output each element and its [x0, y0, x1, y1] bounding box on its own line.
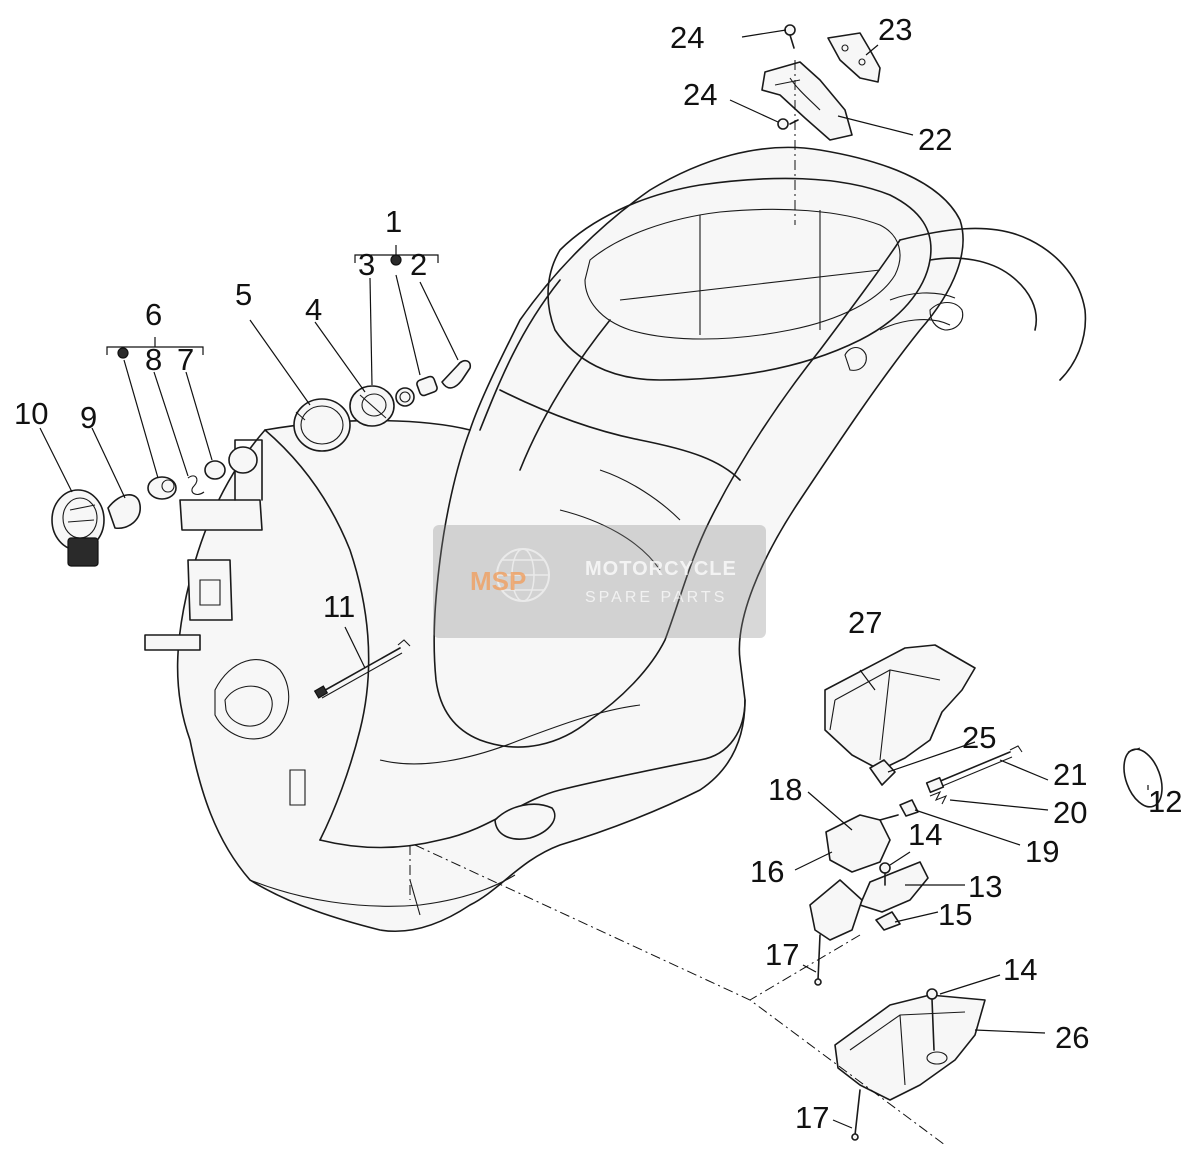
spring-part-20	[929, 790, 948, 805]
callout-14b: 14	[1003, 952, 1037, 987]
callout-20: 20	[1053, 795, 1087, 830]
screw-part-17-b	[851, 1089, 861, 1141]
cable-part-11	[313, 639, 411, 699]
callout-16: 16	[750, 854, 784, 889]
spring-part-7	[187, 475, 205, 495]
hinge-bracket-part-22	[761, 61, 853, 141]
callout-25: 25	[962, 720, 996, 755]
callout-19: 19	[1025, 834, 1059, 869]
screw-part-17-a	[814, 934, 822, 986]
cable-part-21	[925, 745, 1023, 794]
clip-part-15	[875, 911, 901, 931]
ring-part-7	[204, 460, 226, 480]
cover-part-9	[107, 494, 141, 530]
callout-15: 15	[938, 897, 972, 932]
callout-17b: 17	[795, 1100, 829, 1135]
lock-assembly	[51, 359, 472, 567]
callout-labels: 1 2 3 4 5 6 7 8 9 10 11 12 13 14 14 15 1…	[14, 12, 1182, 1135]
callout-6: 6	[145, 297, 162, 332]
group-brackets	[106, 245, 439, 359]
saddle-hinge-assembly	[761, 24, 881, 141]
callout-24a: 24	[670, 20, 704, 55]
callout-7: 7	[177, 342, 194, 377]
watermark: MSP MOTORCYCLE SPARE PARTS	[433, 525, 766, 638]
callout-13: 13	[968, 869, 1002, 904]
callout-8: 8	[145, 342, 162, 377]
relay-part-16	[825, 814, 891, 873]
sleeve-part-7	[228, 446, 258, 474]
callout-17a: 17	[765, 937, 799, 972]
callout-12: 12	[1148, 784, 1182, 819]
screw-part-24-top	[784, 24, 796, 49]
callout-27: 27	[848, 605, 882, 640]
callout-26: 26	[1055, 1020, 1089, 1055]
callout-18: 18	[768, 772, 802, 807]
callout-14a: 14	[908, 817, 942, 852]
clamp-ring-part-12	[1123, 747, 1163, 808]
lock-barrel	[416, 375, 438, 397]
fitting-part-19	[899, 799, 919, 817]
screw-part-14-b	[926, 988, 938, 1051]
watermark-line2: SPARE PARTS	[585, 589, 727, 606]
callout-4: 4	[305, 292, 322, 327]
ignition-switch-part-10	[51, 489, 105, 567]
watermark-globe-icon	[496, 548, 550, 602]
watermark-line1: MOTORCYCLE	[585, 558, 737, 580]
callout-3: 3	[358, 247, 375, 282]
screw-part-24-bottom	[777, 118, 799, 130]
o-ring-part-3	[395, 387, 415, 407]
assembly-lines	[409, 60, 946, 1146]
callout-23: 23	[878, 12, 912, 47]
watermark-logo-text: MSP	[470, 566, 526, 596]
hinge-plate-part-23	[827, 32, 881, 83]
key-part-2	[441, 359, 472, 389]
electrical-assembly	[809, 644, 1163, 1141]
screw-part-14-a	[879, 862, 891, 886]
callout-21: 21	[1053, 757, 1087, 792]
callout-9: 9	[80, 400, 97, 435]
battery-tray-part-26	[834, 994, 986, 1101]
battery-cover-part-27	[824, 644, 976, 771]
callout-1: 1	[385, 204, 402, 239]
scooter-frame	[144, 146, 1087, 933]
lock-ring-part-5	[293, 398, 351, 452]
callout-22: 22	[918, 122, 952, 157]
callout-10: 10	[14, 396, 48, 431]
leader-lines	[39, 29, 1149, 1129]
callout-11: 11	[323, 589, 355, 624]
lock-cylinder-part-8	[147, 476, 177, 500]
clip-part-25	[869, 759, 896, 786]
callout-2: 2	[410, 247, 427, 282]
lock-housing-part-4	[349, 385, 395, 427]
callout-24b: 24	[683, 77, 717, 112]
bracket-part-13	[859, 861, 929, 913]
callout-5: 5	[235, 277, 252, 312]
